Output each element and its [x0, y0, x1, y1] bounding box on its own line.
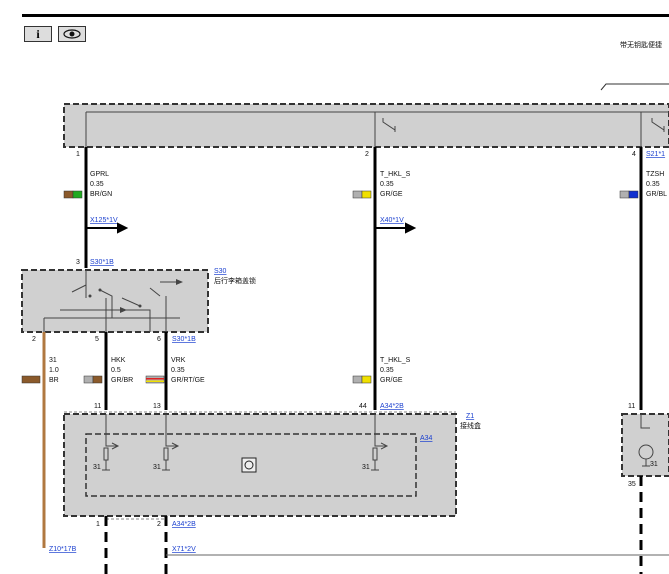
wire-name: TZSH: [646, 171, 664, 178]
pin-label: 1: [76, 151, 80, 158]
pin-label: 13: [153, 403, 161, 410]
wire-color: GR/BL: [646, 191, 667, 198]
arrow-icon: [375, 222, 417, 234]
switch-symbol: [382, 118, 396, 132]
wire-size: 0.35: [380, 181, 394, 188]
pin-label: 6: [157, 336, 161, 343]
info-button[interactable]: i: [24, 26, 52, 42]
info-icon: i: [36, 27, 40, 41]
wire-name: VRK: [171, 357, 186, 364]
module-desc: 后行李箱盖锁: [214, 276, 256, 285]
wire-color: GR/RT/GE: [171, 377, 205, 384]
link-a34-top[interactable]: A34*2B: [380, 403, 404, 410]
ground-label: 31: [362, 464, 370, 471]
link-z10[interactable]: Z10*17B: [49, 546, 77, 553]
wire-name: T_HKL_S: [380, 171, 411, 178]
wire-name: HKK: [111, 357, 126, 364]
link-s21[interactable]: S21*1: [646, 151, 665, 158]
color-swatch: [352, 375, 363, 384]
color-swatch: [21, 375, 41, 384]
top-note: 带无钥匙便捷: [620, 40, 662, 49]
pin-label: 3: [76, 259, 80, 266]
pin-label: 35: [628, 481, 636, 488]
color-swatch: [63, 190, 74, 199]
wire-size: 0.35: [171, 367, 185, 374]
color-swatch: [352, 190, 363, 199]
pin-label: 4: [632, 151, 636, 158]
wire-color: GR/GE: [380, 191, 403, 198]
pin-label: 11: [628, 403, 635, 410]
wire-name: GPRL: [90, 171, 109, 178]
pin-label: 2: [157, 521, 161, 528]
color-swatch: [619, 190, 630, 199]
pin-label: 11: [94, 403, 101, 410]
a34-internal: [102, 414, 389, 471]
wire-color: GR/BR: [111, 377, 133, 384]
header-rule: [22, 14, 669, 17]
ground-label: 31: [93, 464, 101, 471]
color-swatch: [83, 375, 94, 384]
wire-size: 0.5: [111, 367, 121, 374]
module-a34: [85, 433, 417, 497]
eye-icon: [63, 29, 81, 39]
wire-name: T_HKL_S: [380, 357, 411, 364]
pin-label: 44: [359, 403, 367, 410]
link-x40[interactable]: X40*1V: [380, 217, 404, 224]
link-s30-module[interactable]: S30: [214, 268, 227, 275]
wire-size: 0.35: [646, 181, 660, 188]
top-brace: [600, 83, 669, 91]
arrow-icon: [86, 222, 129, 234]
wire-size: 1.0: [49, 367, 59, 374]
module-top: [63, 103, 669, 148]
link-z1[interactable]: Z1: [466, 413, 474, 420]
link-x125[interactable]: X125*1V: [90, 217, 118, 224]
view-toggle-button[interactable]: [58, 26, 86, 42]
s30-internal: [43, 270, 182, 332]
link-x71[interactable]: X71*2V: [172, 546, 196, 553]
pin-label: 5: [95, 336, 99, 343]
ground-label: 31: [650, 461, 658, 468]
pin-label: 2: [365, 151, 369, 158]
link-a34-bottom[interactable]: A34*2B: [172, 521, 196, 528]
ground-label: 31: [153, 464, 161, 471]
link-s30b[interactable]: S30*1B: [172, 336, 196, 343]
wire-name: 31: [49, 357, 57, 364]
pin-label: 2: [32, 336, 36, 343]
wire-color: BR/GN: [90, 191, 112, 198]
wire-size: 0.35: [90, 181, 104, 188]
link-a34[interactable]: A34: [420, 435, 433, 442]
pin-label: 1: [96, 521, 100, 528]
module-s30: [21, 269, 209, 333]
module-desc: 接线盒: [460, 421, 481, 430]
module-z1: [63, 413, 457, 517]
switch-symbol: [651, 118, 665, 132]
wire-color: GR/GE: [380, 377, 403, 384]
wire-color: BR: [49, 377, 59, 384]
link-s30[interactable]: S30*1B: [90, 259, 114, 266]
svg-text:i: i: [36, 27, 40, 41]
chip-icon: [241, 457, 257, 473]
right-module-internal: [638, 414, 654, 467]
arrow-icon: [120, 279, 183, 313]
wire-size: 0.35: [380, 367, 394, 374]
